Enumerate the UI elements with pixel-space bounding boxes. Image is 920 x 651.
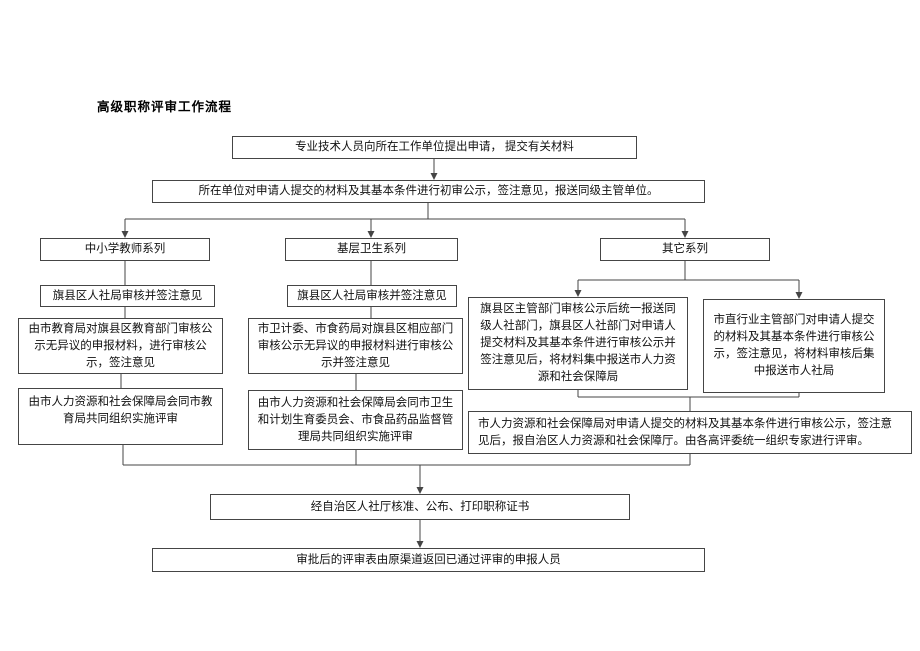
flow-node-series-teacher: 中小学教师系列 <box>40 238 210 261</box>
connector-arrowheads <box>121 173 803 548</box>
arrow-down-icon <box>121 231 129 238</box>
flow-node-return-form: 审批后的评审表由原渠道返回已通过评审的申报人员 <box>152 548 705 572</box>
flow-node-other-city-dept-review: 市直行业主管部门对申请人提交的材料及其基本条件进行审核公示，签注意见，将材料审核… <box>703 299 885 393</box>
flow-node-health-committee-review: 市卫计委、市食药局对旗县区相应部门审核公示无异议的申报材料进行审核公示并签注意见 <box>248 318 463 374</box>
arrow-down-icon <box>416 541 424 548</box>
flow-node-health-county-hr-review: 旗县区人社局审核并签注意见 <box>287 285 457 307</box>
arrow-down-icon <box>681 231 689 238</box>
flow-node-unit-initial-review: 所在单位对申请人提交的材料及其基本条件进行初审公示，签注意见，报送同级主管单位。 <box>152 180 705 203</box>
flow-node-teacher-edu-bureau-review: 由市教育局对旗县区教育部门审核公示无异议的申报材料，进行审核公示，签注意见 <box>18 318 223 374</box>
flow-node-teacher-joint-eval: 由市人力资源和社会保障局会同市教育局共同组织实施评审 <box>18 388 223 445</box>
arrow-down-icon <box>795 292 803 299</box>
connector-lines <box>120 158 800 542</box>
flow-node-health-joint-eval: 由市人力资源和社会保障局会同市卫生和计划生育委员会、市食品药品监督管理局共同组织… <box>248 390 463 450</box>
flow-node-series-other: 其它系列 <box>600 238 770 261</box>
flow-node-other-county-dept-review: 旗县区主管部门审核公示后统一报送同级人社部门，旗县区人社部门对申请人提交材料及其… <box>468 297 688 390</box>
arrow-down-icon <box>430 173 438 180</box>
flow-node-apply: 专业技术人员向所在工作单位提出申请， 提交有关材料 <box>232 136 637 159</box>
flow-node-teacher-county-hr-review: 旗县区人社局审核并签注意见 <box>40 285 215 307</box>
arrow-down-icon <box>574 290 582 297</box>
flow-node-other-city-hr-review: 市人力资源和社会保障局对申请人提交的材料及其基本条件进行审核公示，签注意见后，报… <box>468 411 912 454</box>
flow-node-series-health: 基层卫生系列 <box>285 238 458 261</box>
flow-node-approve-certificate: 经自治区人社厅核准、公布、打印职称证书 <box>210 494 630 520</box>
arrow-down-icon <box>416 487 424 494</box>
connector-line <box>120 158 800 542</box>
arrow-down-icon <box>367 231 375 238</box>
page-title: 高级职称评审工作流程 <box>97 100 233 114</box>
